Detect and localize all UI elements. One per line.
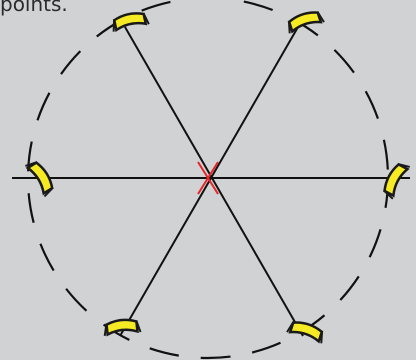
clamp-top-left bbox=[111, 10, 149, 31]
clamp-top-right bbox=[285, 9, 324, 33]
diagonal-line-b bbox=[120, 27, 298, 336]
clamp-bottom-right bbox=[287, 319, 326, 343]
diagonal-line-a bbox=[125, 27, 303, 336]
clamp-right bbox=[380, 160, 409, 198]
